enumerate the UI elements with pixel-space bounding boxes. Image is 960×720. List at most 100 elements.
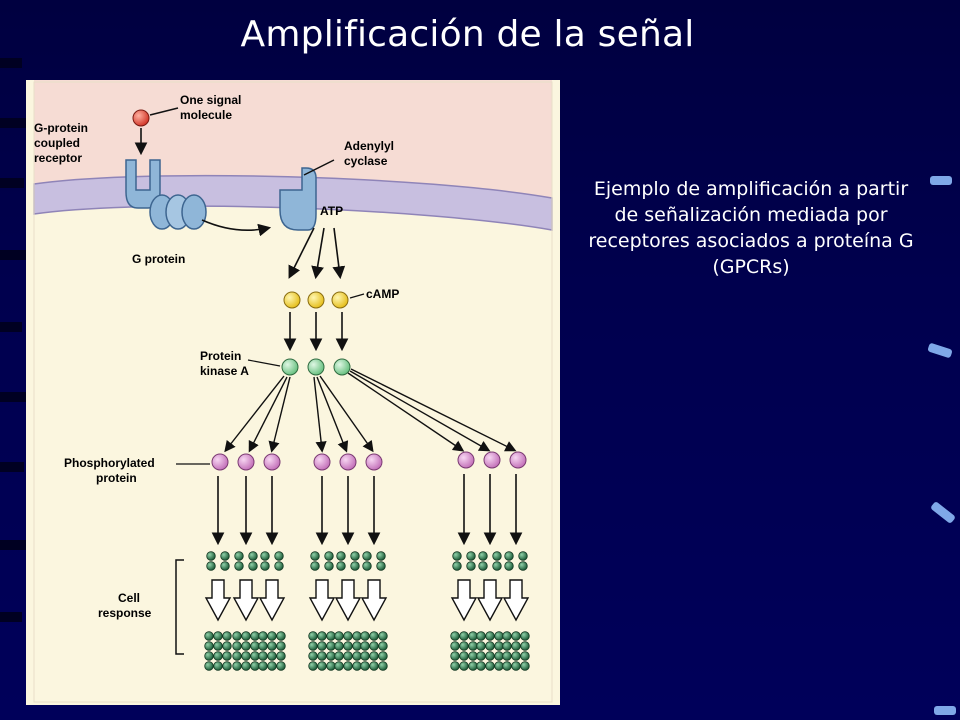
response-molecule <box>459 651 469 661</box>
response-molecule <box>459 631 469 641</box>
label-phospho-2: protein <box>96 471 137 485</box>
response-molecule <box>376 551 386 561</box>
response-molecule <box>336 551 346 561</box>
response-molecule <box>468 651 478 661</box>
cascade-diagram: One signal molecule G-protein coupled re… <box>26 80 560 705</box>
response-molecule <box>476 661 486 671</box>
response-molecule <box>352 641 362 651</box>
response-molecule <box>468 661 478 671</box>
label-signal-2: molecule <box>180 108 232 122</box>
response-molecule <box>502 651 512 661</box>
response-molecule <box>378 641 388 651</box>
response-molecule <box>450 661 460 671</box>
response-molecule <box>276 661 286 671</box>
response-molecule <box>468 631 478 641</box>
response-molecule <box>241 631 251 641</box>
response-molecule <box>494 641 504 651</box>
response-molecule <box>450 641 460 651</box>
label-phospho-1: Phosphorylated <box>64 456 155 470</box>
response-molecule <box>248 561 258 571</box>
response-molecule <box>220 561 230 571</box>
label-cyclase-1: Adenylyl <box>344 139 394 153</box>
response-molecule <box>450 631 460 641</box>
g-protein <box>149 194 207 230</box>
response-molecule <box>234 551 244 561</box>
response-molecule <box>502 641 512 651</box>
response-molecule <box>317 651 327 661</box>
response-molecule <box>308 651 318 661</box>
response-molecule <box>511 651 521 661</box>
response-molecule <box>324 561 334 571</box>
label-cyclase-2: cyclase <box>344 154 388 168</box>
response-molecule <box>267 631 277 641</box>
response-molecule <box>369 651 379 661</box>
response-molecule <box>376 561 386 571</box>
response-molecule <box>274 561 284 571</box>
response-molecule <box>260 551 270 561</box>
response-molecule <box>369 641 379 651</box>
signal-amplification-figure: One signal molecule G-protein coupled re… <box>26 80 560 705</box>
response-molecule <box>352 631 362 641</box>
response-molecule <box>326 641 336 651</box>
response-molecule <box>459 661 469 671</box>
response-molecule <box>492 561 502 571</box>
label-pka-2: kinase A <box>200 364 249 378</box>
label-cell-2: response <box>98 606 152 620</box>
response-molecule <box>250 631 260 641</box>
response-molecule <box>459 641 469 651</box>
response-molecule <box>334 641 344 651</box>
response-molecule <box>241 661 251 671</box>
response-molecule <box>213 651 223 661</box>
cell-response-products <box>204 551 530 671</box>
response-molecule <box>310 561 320 571</box>
response-molecule <box>232 631 242 641</box>
hollow-arrow <box>232 579 260 622</box>
response-molecule <box>317 631 327 641</box>
response-arrows <box>211 474 523 546</box>
response-molecule <box>250 651 260 661</box>
response-molecule <box>274 551 284 561</box>
response-molecule <box>204 661 214 671</box>
response-molecule <box>485 631 495 641</box>
hollow-arrow <box>258 579 286 622</box>
response-molecule <box>350 561 360 571</box>
response-molecule <box>258 651 268 661</box>
response-molecule <box>241 641 251 651</box>
response-molecule <box>267 651 277 661</box>
left-decorative-bars <box>0 0 30 720</box>
hollow-arrow <box>204 579 232 622</box>
camp-molecule <box>331 291 349 309</box>
label-signal-1: One signal <box>180 93 241 107</box>
label-receptor-3: receptor <box>34 151 82 165</box>
response-molecule <box>232 661 242 671</box>
response-molecule <box>222 661 232 671</box>
response-molecule <box>362 551 372 561</box>
signal-molecule <box>132 109 150 127</box>
response-molecule <box>450 651 460 661</box>
response-molecule <box>476 631 486 641</box>
hollow-arrow <box>450 579 478 622</box>
response-molecule <box>369 661 379 671</box>
label-cell-1: Cell <box>118 591 140 605</box>
response-molecule <box>334 651 344 661</box>
response-molecule <box>276 641 286 651</box>
response-molecule <box>511 631 521 641</box>
response-molecule <box>452 561 462 571</box>
response-molecule <box>378 651 388 661</box>
response-molecule <box>206 561 216 571</box>
label-camp: cAMP <box>366 287 399 301</box>
response-molecule <box>466 561 476 571</box>
response-molecule <box>232 641 242 651</box>
response-molecule <box>326 661 336 671</box>
response-molecule <box>476 641 486 651</box>
right-decorative-marks <box>920 0 960 720</box>
response-molecule <box>204 641 214 651</box>
response-molecule <box>334 661 344 671</box>
response-molecule <box>478 551 488 561</box>
response-molecule <box>343 641 353 651</box>
camp-molecule <box>283 291 301 309</box>
pka-molecule <box>333 358 351 376</box>
response-molecule <box>258 631 268 641</box>
response-molecule <box>250 661 260 671</box>
response-molecule <box>248 551 258 561</box>
